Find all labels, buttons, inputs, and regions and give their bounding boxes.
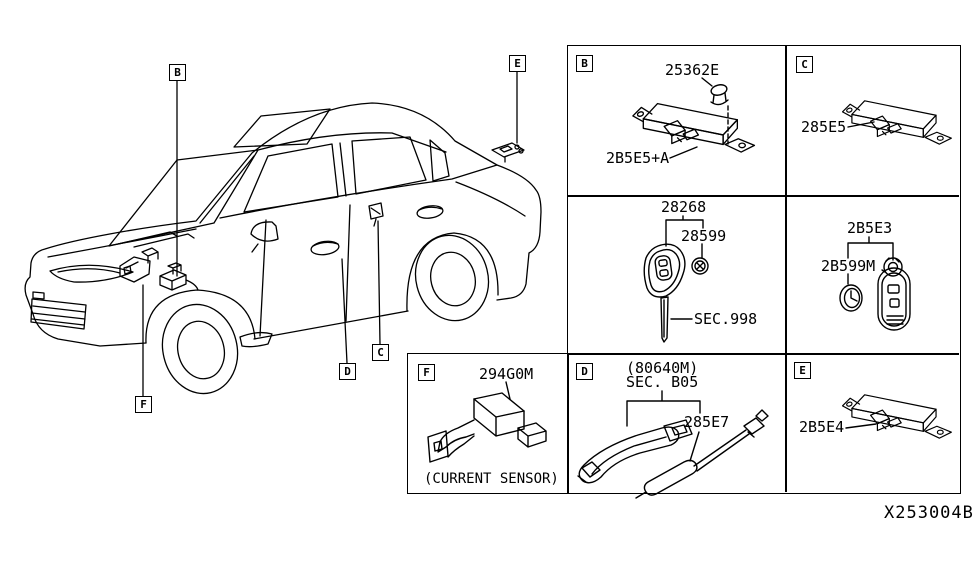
smartkey-drawing xyxy=(839,236,911,331)
drawing-code: X253004B xyxy=(884,503,974,523)
part-label-285e5: 285E5 xyxy=(801,118,847,136)
part-label-2b5e5a: 2B5E5+A xyxy=(606,149,670,167)
panel-b-letter-text: B xyxy=(581,57,588,70)
e-antenna-drawing xyxy=(841,394,952,439)
callout-line-c xyxy=(377,220,381,345)
car-callout-f-letter: F xyxy=(140,398,147,411)
cowl-antenna-part xyxy=(159,262,199,291)
panel-letter-e: E xyxy=(794,362,811,379)
pillar-antenna-part xyxy=(368,202,384,227)
front-door-handle xyxy=(310,240,340,256)
car-callout-d-letter: D xyxy=(344,365,351,378)
car-callout-e: E xyxy=(509,55,526,72)
car-callout-b: B xyxy=(169,64,186,81)
part-label-285e7: 285E7 xyxy=(684,413,730,431)
grommet-drawing xyxy=(710,84,729,106)
current-sensor-part xyxy=(119,247,159,283)
grid-divider xyxy=(567,195,959,197)
panel-d-letter-text: D xyxy=(581,365,588,378)
smartkey-battery-drawing xyxy=(839,273,863,312)
door-antenna-cable-drawing xyxy=(635,409,769,499)
panel-letter-c: C xyxy=(796,56,813,73)
car-callout-e-letter: E xyxy=(514,57,521,70)
car-callout-f: F xyxy=(135,396,152,413)
b-antenna-drawing xyxy=(632,77,756,159)
part-label-80640m: (80640M) xyxy=(626,359,699,377)
grid-divider xyxy=(567,353,959,355)
current-sensor-drawing xyxy=(427,381,547,463)
part-label-2b5e3: 2B5E3 xyxy=(847,219,893,237)
panel-letter-f: F xyxy=(418,364,435,381)
panel-letter-d: D xyxy=(576,363,593,380)
part-label-2b5e4: 2B5E4 xyxy=(799,418,845,436)
c-antenna-drawing xyxy=(841,100,952,145)
rear-door-handle xyxy=(416,205,444,219)
key-battery-drawing xyxy=(691,243,709,275)
car-callout-c-letter: C xyxy=(377,346,384,359)
part-label-28599: 28599 xyxy=(681,227,727,245)
grid-divider xyxy=(785,45,787,492)
panel-letter-b: B xyxy=(576,55,593,72)
keyfob-drawing xyxy=(643,215,709,343)
panel-grid xyxy=(567,45,961,494)
front-wheel xyxy=(161,303,239,395)
callout-line-d xyxy=(341,258,348,364)
part-label-25362e: 25362E xyxy=(665,61,720,79)
panel-f-letter-text: F xyxy=(423,366,430,379)
rear-wheel xyxy=(414,234,490,322)
door-handle-drawing xyxy=(577,390,701,484)
section-ref-b05: SEC. B05 xyxy=(626,373,699,391)
panel-c-letter-text: C xyxy=(801,58,808,71)
part-label-28268: 28268 xyxy=(661,198,707,216)
panel-f-box xyxy=(407,353,569,494)
section-ref-998: SEC.998 xyxy=(694,310,758,328)
car-illustration xyxy=(24,70,542,397)
rear-shelf-antenna-part xyxy=(491,142,525,163)
part-label-294g0m: 294G0M xyxy=(479,365,534,383)
key-blade-drawing xyxy=(660,296,669,343)
panel-e-letter-text: E xyxy=(799,364,806,377)
part-label-2b599m: 2B599M xyxy=(821,257,876,275)
car-callout-c: C xyxy=(372,344,389,361)
car-callout-d: D xyxy=(339,363,356,380)
car-callout-b-letter: B xyxy=(174,66,181,79)
caption-current-sensor: (CURRENT SENSOR) xyxy=(424,471,559,487)
